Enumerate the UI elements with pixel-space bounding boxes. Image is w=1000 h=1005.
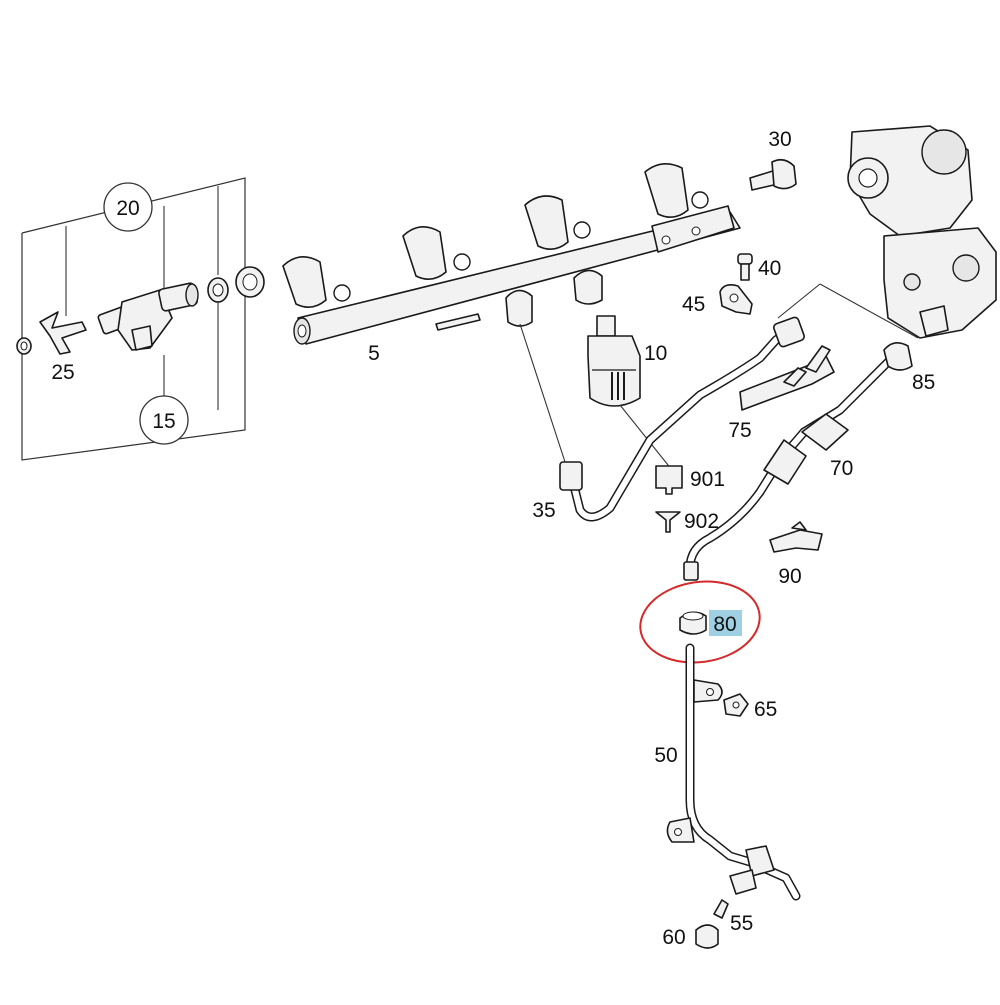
sensor-body xyxy=(587,335,641,407)
seal-901: 901 xyxy=(655,465,725,495)
label-5: 5 xyxy=(368,342,380,365)
fuel-injector xyxy=(97,282,199,351)
highlight-circle xyxy=(639,580,761,664)
label-902: 902 xyxy=(684,510,719,533)
pipe-nut-bottom xyxy=(729,869,757,895)
label-15: 15 xyxy=(152,410,175,433)
bolt-65: 65 xyxy=(723,693,777,721)
fuel-hose-70: 70 xyxy=(683,351,899,581)
rail-lug xyxy=(435,313,481,331)
rail-cup-3 xyxy=(524,195,591,250)
cap-60: 60 xyxy=(662,924,719,949)
callout-15 xyxy=(139,395,189,445)
pipe-nut-35 xyxy=(559,461,583,491)
label-80: 80 xyxy=(713,613,736,636)
label-80-bg xyxy=(709,610,742,636)
rail-cup-4 xyxy=(644,163,709,218)
bracket-75: 75 xyxy=(728,345,835,442)
pipe-nut-35b xyxy=(773,316,805,348)
label-10: 10 xyxy=(644,342,667,365)
high-pressure-pump xyxy=(777,125,997,339)
leader-pump-a xyxy=(777,283,821,319)
clamp-45: 45 xyxy=(682,284,753,316)
label-30: 30 xyxy=(768,128,791,151)
retaining-clip xyxy=(39,311,87,355)
bolt-40: 40 xyxy=(737,253,781,281)
label-45: 45 xyxy=(682,293,705,316)
label-85: 85 xyxy=(912,371,935,394)
hose-sleeve-a xyxy=(763,439,807,485)
valve-55: 55 xyxy=(713,899,753,935)
pipe-fitting-50 xyxy=(745,845,775,877)
clip-90: 90 xyxy=(769,521,823,588)
sensor-thread xyxy=(596,315,616,337)
label-35: 35 xyxy=(532,499,555,522)
leader-35-rail xyxy=(519,323,567,466)
label-75: 75 xyxy=(728,419,751,442)
hose-end xyxy=(683,561,699,581)
rail-cup-1 xyxy=(282,256,351,308)
label-65: 65 xyxy=(754,698,777,721)
label-20: 20 xyxy=(116,197,139,220)
pressure-sensor: 10 xyxy=(587,315,667,407)
injector-frame xyxy=(21,177,246,461)
fuel-line-35: 35 xyxy=(532,316,805,522)
fuel-rail: 5 xyxy=(282,163,741,365)
fitting-85: 85 xyxy=(883,342,935,394)
rail-outlet-b xyxy=(573,269,603,305)
bolt-30: 30 xyxy=(749,128,797,191)
highlighted-part-80: 80 xyxy=(639,580,761,664)
seal-902: 902 xyxy=(655,510,719,533)
leader-901 xyxy=(619,404,673,471)
label-60: 60 xyxy=(662,926,685,949)
label-40: 40 xyxy=(758,257,781,280)
rail-cup-2 xyxy=(402,226,471,280)
rail-outlet-a xyxy=(505,289,533,327)
callout-20 xyxy=(103,182,153,232)
label-90: 90 xyxy=(778,565,801,588)
label-50: 50 xyxy=(654,744,677,767)
hose-sleeve-b xyxy=(801,413,849,451)
fuel-line-50: 50 xyxy=(654,643,801,901)
label-70: 70 xyxy=(830,457,853,480)
label-25: 25 xyxy=(51,361,74,384)
leader-pump-b xyxy=(819,283,919,339)
label-901: 901 xyxy=(690,468,725,491)
injector-group: 20 15 25 xyxy=(16,177,265,461)
label-55: 55 xyxy=(730,912,753,935)
